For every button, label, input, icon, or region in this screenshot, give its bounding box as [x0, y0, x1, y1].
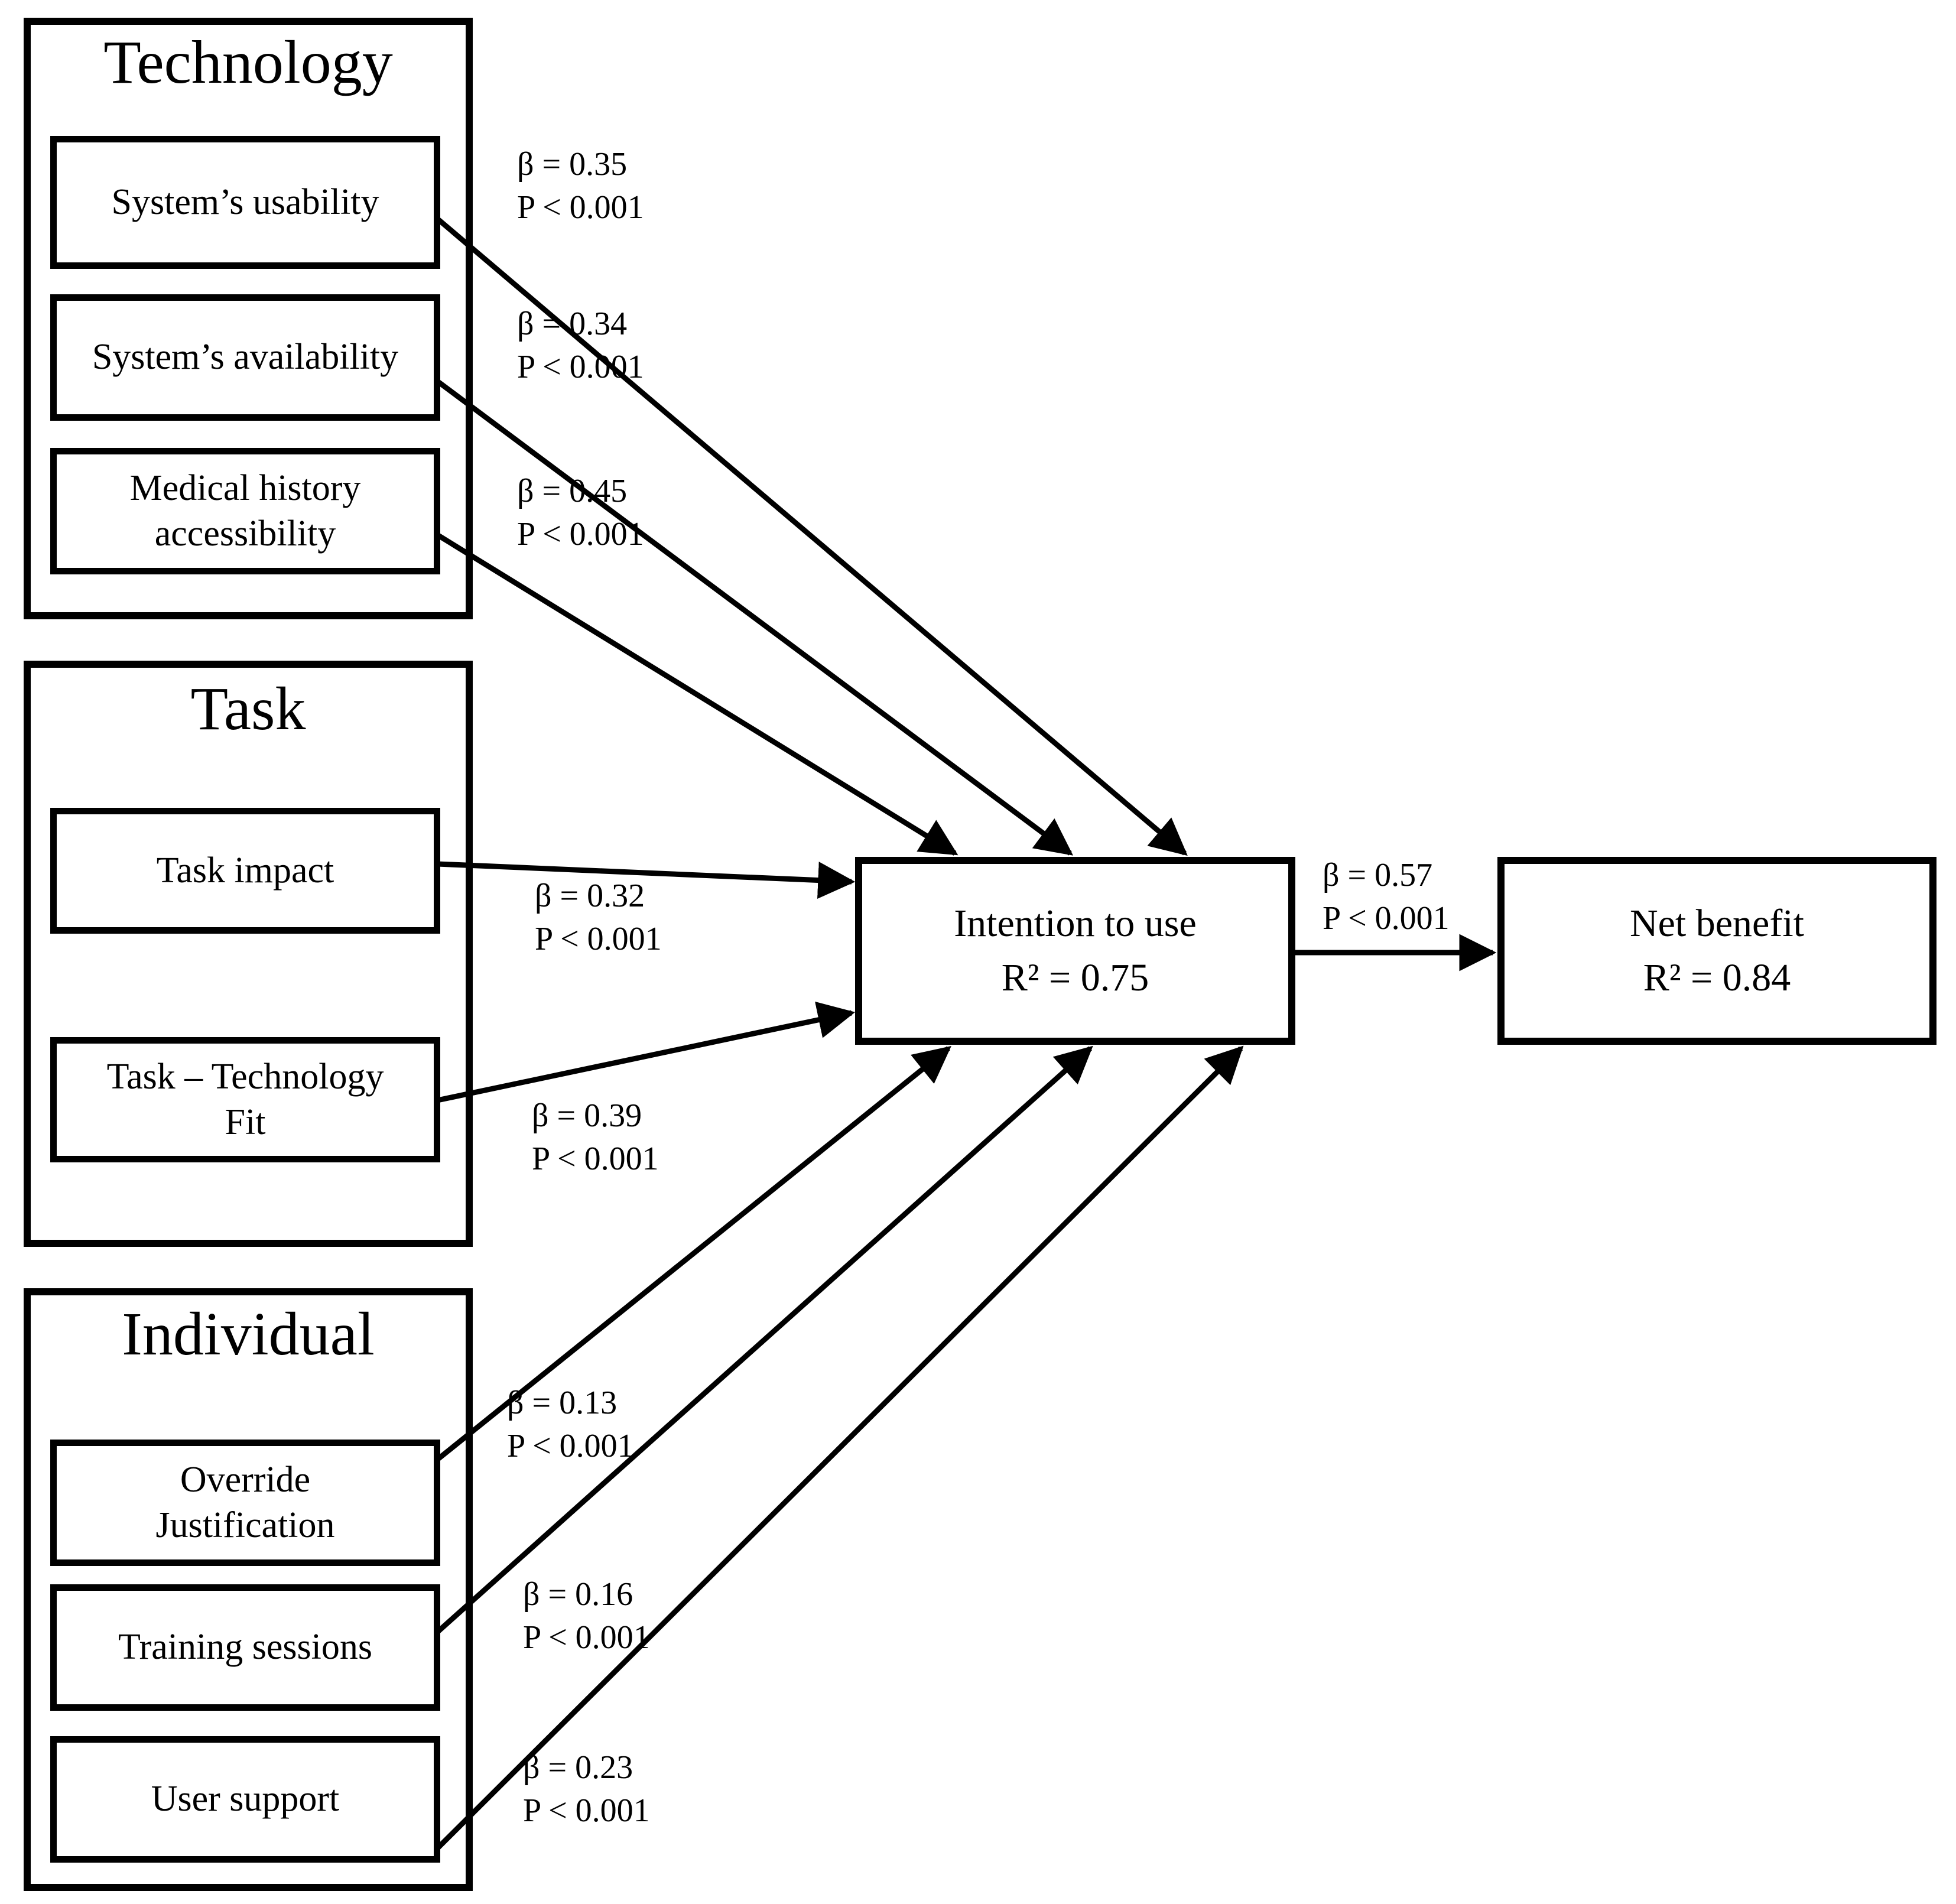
node-task-impact: Task impact [50, 808, 440, 934]
group-title-task: Task [190, 675, 306, 743]
p-value: P < 0.001 [517, 515, 644, 553]
node-systems-usability: System’s usability [50, 136, 440, 269]
node-net-benefit: Net benefit R² = 0.84 [1497, 857, 1936, 1045]
beta-value: β = 0.39 [532, 1097, 642, 1134]
node-task-technology-fit: Task – Technology Fit [50, 1037, 440, 1162]
path-label-availability: β = 0.34 P < 0.001 [517, 303, 644, 389]
p-value: P < 0.001 [535, 920, 662, 957]
p-value: P < 0.001 [523, 1792, 650, 1829]
node-medical-history-accessibility: Medical history accessibility [50, 448, 440, 574]
p-value: P < 0.001 [1323, 899, 1450, 937]
path-label-task-technology-fit: β = 0.39 P < 0.001 [532, 1094, 659, 1181]
net-benefit-label: Net benefit [1629, 901, 1805, 945]
path-label-usability: β = 0.35 P < 0.001 [517, 143, 644, 229]
intention-r2: R² = 0.75 [1001, 956, 1149, 999]
group-title-individual: Individual [122, 1300, 375, 1368]
node-user-support: User support [50, 1736, 440, 1863]
beta-value: β = 0.57 [1323, 857, 1433, 893]
p-value: P < 0.001 [517, 348, 644, 385]
beta-value: β = 0.34 [517, 306, 628, 342]
p-value: P < 0.001 [507, 1427, 634, 1464]
beta-value: β = 0.23 [523, 1749, 633, 1786]
path-label-override-justification: β = 0.13 P < 0.001 [507, 1382, 634, 1468]
node-override-justification: Override Justification [50, 1440, 440, 1566]
path-label-task-impact: β = 0.32 P < 0.001 [535, 875, 662, 961]
beta-value: β = 0.32 [535, 878, 645, 914]
arrow-medical-history-to-intention [436, 532, 958, 856]
p-value: P < 0.001 [532, 1140, 659, 1177]
intention-label: Intention to use [954, 901, 1197, 945]
beta-value: β = 0.45 [517, 473, 628, 509]
beta-value: β = 0.35 [517, 146, 628, 183]
node-systems-availability: System’s availability [50, 294, 440, 421]
group-title-technology: Technology [103, 28, 393, 96]
beta-value: β = 0.16 [523, 1576, 633, 1613]
path-label-training-sessions: β = 0.16 P < 0.001 [523, 1573, 650, 1659]
node-intention-to-use: Intention to use R² = 0.75 [855, 857, 1295, 1045]
path-label-medical-history: β = 0.45 P < 0.001 [517, 470, 644, 556]
path-label-user-support: β = 0.23 P < 0.001 [523, 1746, 650, 1832]
node-training-sessions: Training sessions [50, 1584, 440, 1711]
p-value: P < 0.001 [523, 1619, 650, 1656]
arrow-availability-to-intention [436, 379, 1074, 856]
arrow-task-technology-fit-to-intention [437, 1001, 856, 1103]
p-value: P < 0.001 [517, 189, 644, 226]
beta-value: β = 0.13 [507, 1385, 618, 1421]
path-label-intention-net-benefit: β = 0.57 P < 0.001 [1323, 854, 1450, 940]
net-benefit-r2: R² = 0.84 [1643, 956, 1791, 999]
